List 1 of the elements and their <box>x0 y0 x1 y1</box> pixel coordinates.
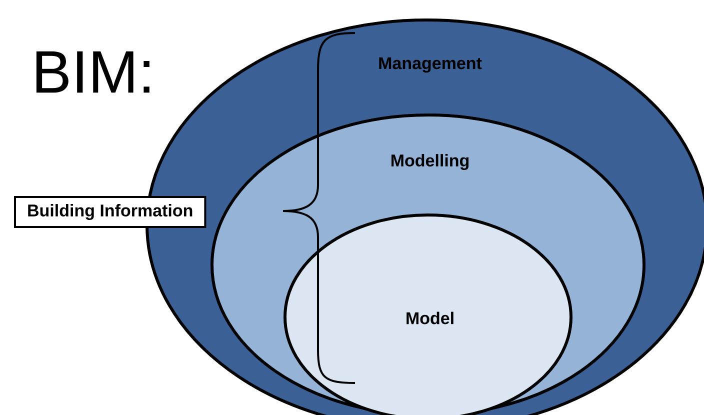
label-box: Building Information <box>14 196 206 228</box>
